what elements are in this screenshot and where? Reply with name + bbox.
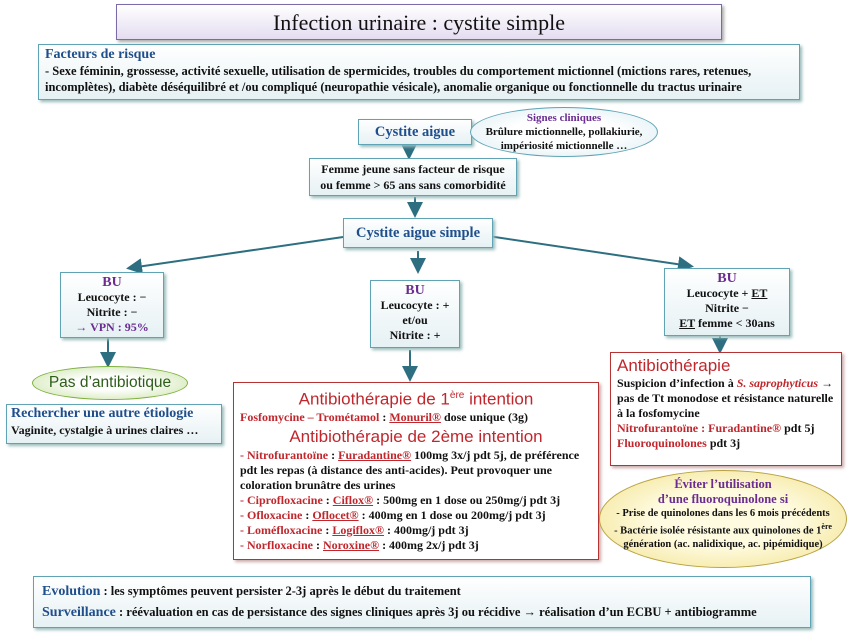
right-drug2: Fluoroquinolones [617, 436, 707, 450]
second-line-heading: Antibiothérapie de 2ème intention [289, 426, 543, 446]
population-line2: ou femme > 65 ans sans comorbidité [320, 178, 506, 192]
bu-right-box: BU Leucocyte + ET Nitrite − ET femme < 3… [664, 268, 790, 336]
bu-left-heading: BU [102, 275, 122, 290]
risk-factors-text: - Sexe féminin, grossesse, activité sexu… [45, 64, 752, 94]
first-line-brand: Monuril® [389, 409, 441, 424]
cystite-simple-label: Cystite aigue simple [355, 225, 481, 241]
pas-antibiotique-label: Pas d’antibiotique [48, 374, 172, 391]
bu-mid-box: BU Leucocyte : + et/ou Nitrite : + [370, 280, 460, 348]
right-resistance: → pas de Tt monodose et résistance natur… [617, 376, 834, 420]
second-line-item: - Norfloxacine : Noroxine® : 400mg 2x/j … [240, 538, 592, 553]
risk-factors-heading: Facteurs de risque [45, 47, 156, 62]
bu-right-et2: ET [679, 316, 695, 330]
right-brand1: Furadantine® [708, 421, 782, 435]
signes-cliniques-bubble: Signes cliniques Brûlure mictionnelle, p… [470, 107, 658, 157]
autre-etiologie-box: Rechercher une autre étiologie Vaginite,… [6, 404, 222, 444]
second-line-item: - Ciprofloxacine : Ciflox® : 500mg en 1 … [240, 493, 592, 508]
second-line-item: - Nitrofurantoïne : Furadantine® 100mg 3… [240, 448, 592, 493]
second-line-text: : 400mg en 1 dose ou 200mg/j pdt 3j [358, 507, 546, 522]
second-line-drug: - Loméfloxacine [240, 522, 323, 537]
second-line-text: : 500mg en 1 dose ou 250mg/j pdt 3j [373, 492, 561, 507]
surveillance-label: Surveillance [42, 605, 116, 620]
population-box: Femme jeune sans facteur de risque ou fe… [309, 158, 517, 196]
second-line-text: : 400mg/j pdt 3j [383, 522, 469, 537]
eviter-line2-sup: ère [821, 522, 832, 531]
autre-heading: Rechercher une autre étiologie [11, 406, 194, 421]
eviter-heading2: d’une fluoroquinolone si [657, 492, 789, 506]
signes-line2: impériosité mictionnelle … [500, 140, 628, 152]
population-line1: Femme jeune sans facteur de risque [321, 162, 505, 176]
evolution-label: Evolution [42, 584, 101, 599]
second-line-sep: : [322, 492, 333, 507]
eviter-line2b: génération (ac. nalidixique, ac. pipémid… [623, 538, 823, 550]
first-line-drug: Fosfomycine – Trométamol [240, 409, 380, 424]
right-duration1: pdt 5j [781, 421, 815, 435]
bu-left-box: BU Leucocyte : − Nitrite : − → VPN : 95% [60, 272, 164, 338]
second-line-drug: - Norfloxacine [240, 537, 313, 552]
bu-mid-etou: et/ou [402, 313, 428, 327]
bu-right-nitrite: Nitrite − [705, 301, 749, 315]
cystite-aigue-box: Cystite aigue [358, 119, 472, 145]
second-line-brand: Oflocet® [312, 507, 359, 522]
surveillance-text: : réévaluation en cas de persistance des… [115, 605, 757, 619]
second-line-sep: : [322, 522, 333, 537]
second-line-brand: Furadantine® [338, 447, 412, 462]
first-line-heading-b: intention [464, 389, 534, 409]
second-line-item: - Ofloxacine : Oflocet® : 400mg en 1 dos… [240, 508, 592, 523]
eviter-line1: - Prise de quinolones dans les 6 mois pr… [616, 508, 830, 519]
right-antibio-heading: Antibiothérapie [617, 356, 731, 375]
bu-left-vpn: VPN : 95% [90, 320, 149, 334]
second-line-text: 100mg 3x/j pdt 5j, de préférence pdt les… [240, 447, 580, 492]
bu-mid-leuco: Leucocyte : + [380, 298, 450, 312]
bu-left-nitrite: Nitrite : − [86, 305, 138, 319]
arrow-right-icon: → [75, 320, 88, 334]
second-line-drug: - Ciprofloxacine [240, 492, 323, 507]
first-line-heading-sup: ère [449, 390, 465, 401]
cystite-simple-box: Cystite aigue simple [343, 218, 493, 248]
risk-factors-box: Facteurs de risque - Sexe féminin, gross… [38, 44, 800, 100]
right-species: S. saprophyticus [736, 376, 819, 390]
first-second-line-box: Antibiothérapie de 1ère intention Fosfom… [233, 382, 599, 560]
bu-right-et1: ET [751, 286, 768, 300]
page-title: Infection urinaire : cystite simple [116, 4, 722, 40]
second-line-list: - Nitrofurantoïne : Furadantine® 100mg 3… [240, 448, 592, 553]
right-drug1: Nitrofurantoïne [617, 421, 699, 435]
eviter-heading1: Éviter l’utilisation [674, 477, 772, 491]
bu-right-heading: BU [717, 271, 737, 286]
eviter-line2a: - Bactérie isolée résistante aux quinolo… [614, 525, 822, 537]
second-line-brand: Logiflox® [332, 522, 384, 537]
signes-line1: Brûlure mictionnelle, pollakiurie, [485, 126, 643, 138]
cystite-aigue-label: Cystite aigue [374, 124, 456, 140]
bu-left-leuco: Leucocyte : − [77, 290, 147, 304]
second-line-sep: : [302, 507, 313, 522]
second-line-drug: - Nitrofurantoïne [240, 447, 329, 462]
bu-right-leuco: Leucocyte + [686, 286, 752, 300]
second-line-sep: : [328, 447, 339, 462]
bu-mid-nitrite: Nitrite : + [389, 328, 441, 342]
second-line-brand: Ciflox® [332, 492, 374, 507]
second-line-item: - Loméfloxacine : Logiflox® : 400mg/j pd… [240, 523, 592, 538]
second-line-drug: - Ofloxacine [240, 507, 303, 522]
pas-antibiotique-bubble: Pas d’antibiotique [32, 366, 188, 400]
right-duration2: pdt 3j [706, 436, 741, 450]
second-line-brand: Noroxine® [322, 537, 380, 552]
bu-mid-heading: BU [405, 283, 425, 298]
first-line-heading-a: Antibiothérapie de 1 [298, 389, 450, 409]
right-antibio-box: Antibiothérapie Suspicion d’infection à … [610, 352, 842, 466]
eviter-fluoroquinolone-bubble: Éviter l’utilisation d’une fluoroquinolo… [599, 470, 847, 568]
second-line-text: : 400mg 2x/j pdt 3j [379, 537, 479, 552]
right-suspicion: Suspicion d’infection à [617, 376, 737, 390]
first-line-dose: dose unique (3g) [440, 409, 528, 424]
bu-right-age: femme < 30ans [694, 316, 775, 330]
bottom-box: Evolution : les symptômes peuvent persis… [33, 576, 811, 628]
autre-text: Vaginite, cystalgie à urines claires … [11, 423, 199, 437]
signes-heading: Signes cliniques [526, 112, 602, 124]
second-line-sep: : [312, 537, 323, 552]
evolution-text: : les symptômes peuvent persister 2-3j a… [100, 584, 461, 598]
right-sep1: : [698, 421, 709, 435]
